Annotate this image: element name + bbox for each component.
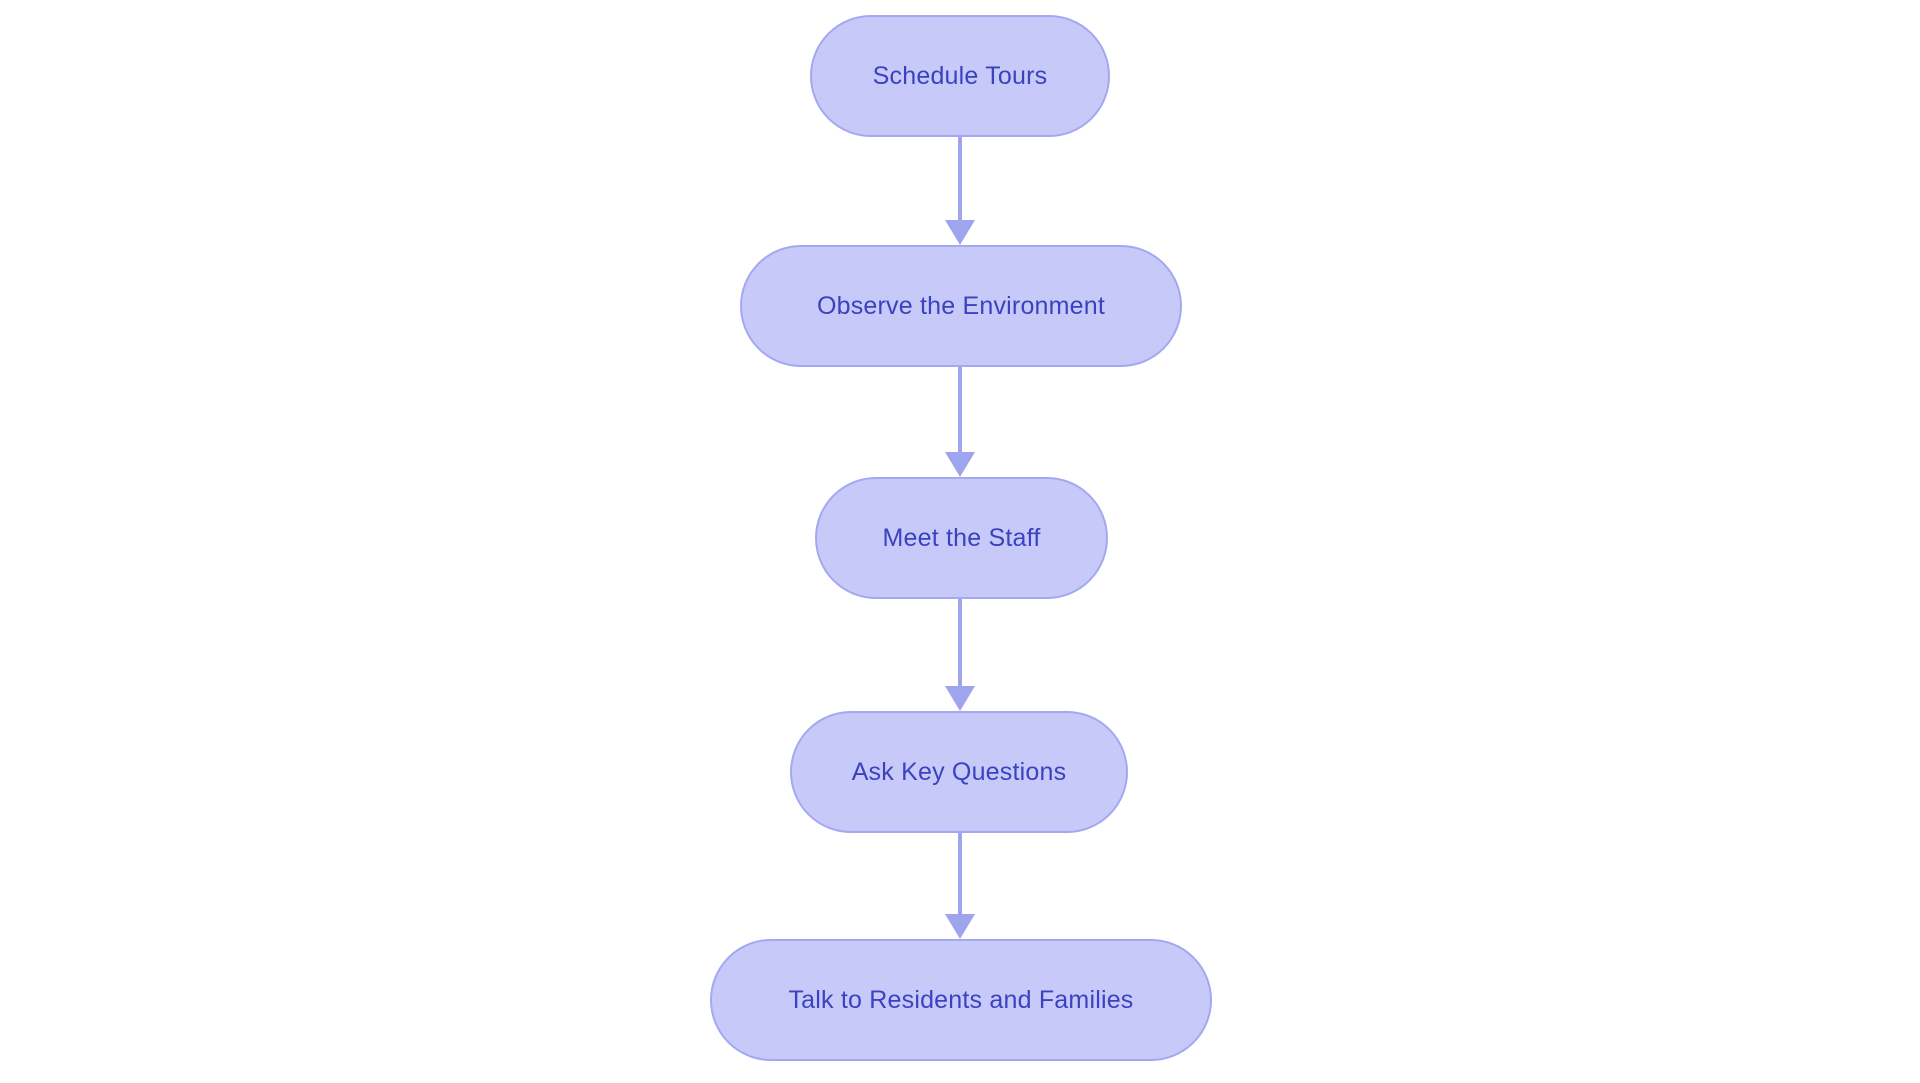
arrow-down-icon — [945, 914, 975, 939]
flow-arrow-1 — [945, 137, 975, 245]
flow-node-label: Observe the Environment — [816, 291, 1106, 320]
flow-node-observe-the-environment: Observe the Environment — [740, 245, 1182, 367]
flow-node-meet-the-staff: Meet the Staff — [815, 477, 1108, 599]
arrow-line — [958, 833, 962, 916]
flow-node-talk-to-residents-and-families: Talk to Residents and Families — [710, 939, 1212, 1061]
arrow-line — [958, 599, 962, 688]
arrow-line — [958, 367, 962, 454]
flow-arrow-4 — [945, 833, 975, 939]
arrow-down-icon — [945, 452, 975, 477]
flow-node-label: Ask Key Questions — [851, 757, 1067, 786]
arrow-line — [958, 137, 962, 222]
flow-node-label: Schedule Tours — [872, 61, 1048, 90]
arrow-down-icon — [945, 220, 975, 245]
arrow-down-icon — [945, 686, 975, 711]
flow-arrow-3 — [945, 599, 975, 711]
flow-node-label: Meet the Staff — [882, 523, 1041, 552]
flow-node-ask-key-questions: Ask Key Questions — [790, 711, 1128, 833]
flow-arrow-2 — [945, 367, 975, 477]
flow-node-label: Talk to Residents and Families — [788, 985, 1134, 1014]
flow-node-schedule-tours: Schedule Tours — [810, 15, 1110, 137]
